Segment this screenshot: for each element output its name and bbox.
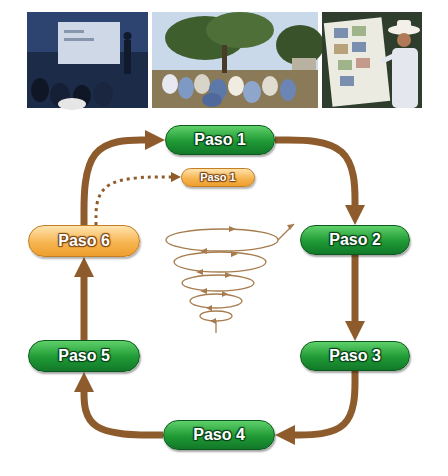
cycle-arrow (84, 140, 152, 225)
cycle-arrow (352, 255, 359, 328)
step-label: Paso 6 (58, 232, 110, 250)
spiral-symbol (166, 224, 294, 333)
photo (152, 12, 324, 108)
step-pill: Paso 1 (181, 168, 255, 187)
step-pill: Paso 4 (163, 420, 275, 450)
photo (27, 12, 148, 110)
step-pill: Paso 3 (300, 341, 410, 371)
cycle-arrow (81, 270, 88, 340)
step-label: Paso 1 (194, 131, 246, 149)
step-label: Paso 1 (200, 171, 235, 183)
dotted-arrow (96, 177, 175, 225)
cycle-arrow (288, 371, 355, 435)
step-label: Paso 4 (193, 426, 245, 444)
cycle-arrow (84, 385, 163, 435)
step-pill: Paso 6 (28, 225, 140, 257)
step-label: Paso 5 (58, 347, 110, 365)
step-label: Paso 3 (329, 347, 381, 365)
step-pill: Paso 2 (300, 225, 410, 255)
step-label: Paso 2 (329, 231, 381, 249)
step-pill: Paso 1 (165, 125, 275, 155)
step-pill: Paso 5 (28, 340, 140, 372)
cycle-arrow (275, 140, 355, 212)
photo (322, 12, 422, 108)
